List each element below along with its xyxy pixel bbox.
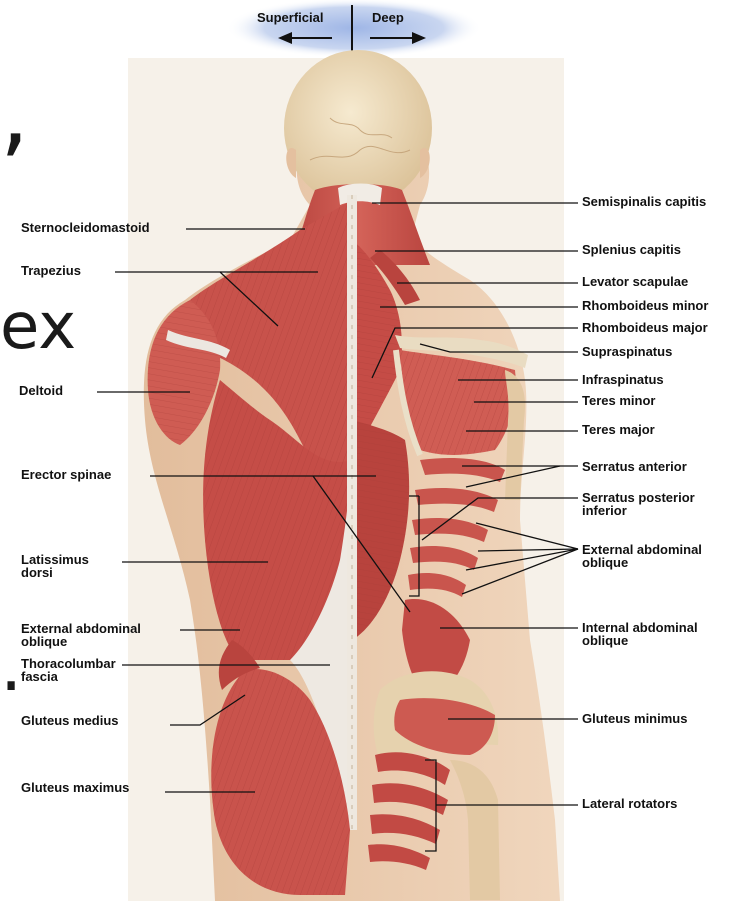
- label-semispinalis-capitis: Semispinalis capitis: [582, 195, 706, 208]
- label-gluteus-minimus: Gluteus minimus: [582, 712, 687, 725]
- label-rhomboideus-minor: Rhomboideus minor: [582, 299, 708, 312]
- label-trapezius: Trapezius: [21, 264, 81, 277]
- label-erector-spinae: Erector spinae: [21, 468, 111, 481]
- label-sternocleidomastoid: Sternocleidomastoid: [21, 221, 150, 234]
- label-infraspinatus: Infraspinatus: [582, 373, 664, 386]
- superficial-label: Superficial: [257, 11, 323, 24]
- label-supraspinatus: Supraspinatus: [582, 345, 672, 358]
- label-lateral-rotators: Lateral rotators: [582, 797, 677, 810]
- label-teres-minor: Teres minor: [582, 394, 655, 407]
- label-gluteus-maximus: Gluteus maximus: [21, 781, 129, 794]
- label-splenius-capitis: Splenius capitis: [582, 243, 681, 256]
- label-internal-oblique-line2: oblique: [582, 634, 628, 647]
- label-deltoid: Deltoid: [19, 384, 63, 397]
- label-external-oblique-right-line2: oblique: [582, 556, 628, 569]
- skull: [284, 50, 432, 206]
- label-serratus-anterior: Serratus anterior: [582, 460, 687, 473]
- label-rhomboideus-major: Rhomboideus major: [582, 321, 708, 334]
- label-levator-scapulae: Levator scapulae: [582, 275, 688, 288]
- label-latissimus-line2: dorsi: [21, 566, 53, 579]
- label-serratus-posterior-line2: inferior: [582, 504, 627, 517]
- label-gluteus-medius: Gluteus medius: [21, 714, 119, 727]
- direction-header: [226, 0, 482, 58]
- label-thoracolumbar-line2: fascia: [21, 670, 58, 683]
- deep-label: Deep: [372, 11, 404, 24]
- label-teres-major: Teres major: [582, 423, 655, 436]
- header-glow: [226, 0, 482, 58]
- label-external-oblique-left-line2: oblique: [21, 635, 67, 648]
